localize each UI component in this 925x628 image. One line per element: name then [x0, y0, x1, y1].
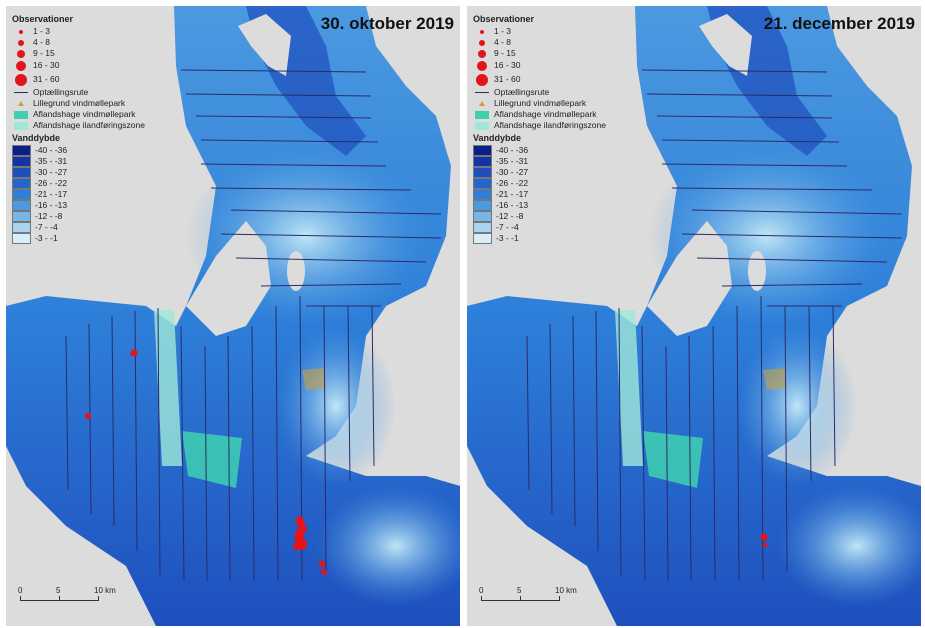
legend-depth-class: -7 - -4 [12, 222, 145, 233]
legend-route: Optællingsrute [12, 87, 145, 98]
shallow-zone [737, 326, 857, 486]
legend-label: 1 - 3 [494, 26, 512, 37]
legend-label: 4 - 8 [494, 37, 512, 48]
legend-depth-class: -3 - -1 [12, 233, 145, 244]
observation-points [84, 349, 327, 575]
shallow-zone [276, 326, 396, 486]
map-legend: Observationer 1 - 3 4 - 8 9 - 15 16 - 30… [473, 15, 606, 244]
legend-aflandshage-park: Aflandshage vindmøllepark [12, 109, 145, 120]
legend-label: 9 - 15 [33, 48, 55, 59]
legend-label: 16 - 30 [494, 60, 521, 71]
island-small [748, 251, 766, 291]
legend-depth-class: -26 - -22 [12, 178, 145, 189]
legend-depth-title: Vanddybde [12, 133, 61, 143]
map-legend: Observationer 1 - 3 4 - 8 9 - 15 16 - 30… [12, 15, 145, 244]
legend-observations-title: Observationer [12, 14, 74, 24]
legend-label: Optællingsrute [494, 87, 550, 98]
legend-label: Aflandshage ilandføringszone [33, 120, 145, 131]
legend-aflandshage-zone: Aflandshage ilandføringszone [473, 120, 606, 131]
legend-observation-class: 31 - 60 [12, 72, 145, 87]
legend-depth-class: -16 - -13 [12, 200, 145, 211]
shallow-zone [777, 486, 921, 606]
legend-label: 4 - 8 [33, 37, 51, 48]
legend-depth-class: -3 - -1 [473, 233, 606, 244]
legend-observation-class: 4 - 8 [473, 37, 606, 48]
legend-observation-class: 16 - 30 [473, 59, 606, 72]
legend-depth-class: -7 - -4 [473, 222, 606, 233]
map-date-title: 30. oktober 2019 [320, 14, 454, 33]
legend-observation-class: 16 - 30 [12, 59, 145, 72]
island-saltholm [186, 221, 271, 336]
legend-lillegrund: Lillegrund vindmøllepark [473, 98, 606, 109]
map-panel-december: 21. december 2019 Observationer 1 - 3 4 … [467, 6, 921, 626]
legend-label: Optællingsrute [33, 87, 89, 98]
scale-label: 5 [56, 586, 61, 595]
legend-label: 1 - 3 [33, 26, 51, 37]
legend-depth-class: -40 - -36 [12, 145, 145, 156]
legend-label: 31 - 60 [33, 74, 60, 85]
legend-observation-class: 31 - 60 [473, 72, 606, 87]
map-december [467, 6, 921, 626]
legend-observation-class: 9 - 15 [473, 48, 606, 59]
island-north [699, 14, 752, 76]
legend-label: Aflandshage vindmøllepark [494, 109, 597, 120]
aflandshage-zone [154, 310, 182, 466]
legend-depth-class: -30 - -27 [12, 167, 145, 178]
survey-routes-vertical [65, 295, 375, 582]
legend-lillegrund: Lillegrund vindmøllepark [12, 98, 145, 109]
observation-points [760, 533, 768, 548]
scale-label: 0 [479, 586, 484, 595]
legend-observation-class: 1 - 3 [473, 26, 606, 37]
legend-depth-class: -40 - -36 [473, 145, 606, 156]
legend-label: Lillegrund vindmøllepark [494, 98, 587, 109]
map-date-title: 21. december 2019 [763, 14, 915, 33]
map-october [6, 6, 460, 626]
legend-depth-class: -12 - -8 [12, 211, 145, 222]
aflandshage-park [643, 431, 703, 488]
island-small [287, 251, 305, 291]
legend-depth-class: -35 - -31 [12, 156, 145, 167]
scale-label: 0 [18, 586, 23, 595]
lillegrund-park [302, 368, 326, 390]
legend-label: 31 - 60 [494, 74, 521, 85]
legend-label: Aflandshage vindmøllepark [33, 109, 136, 120]
lillegrund-park [763, 368, 787, 390]
scale-bar: 0 5 10 km [14, 586, 124, 616]
scale-label: 10 km [94, 586, 116, 595]
legend-label: Lillegrund vindmøllepark [33, 98, 126, 109]
legend-depth-class: -21 - -17 [12, 189, 145, 200]
legend-depth-class: -26 - -22 [473, 178, 606, 189]
legend-depth-title: Vanddybde [473, 133, 522, 143]
shallow-zone [316, 486, 460, 606]
legend-label: Aflandshage ilandføringszone [494, 120, 606, 131]
legend-depth-class: -21 - -17 [473, 189, 606, 200]
legend-observation-class: 4 - 8 [12, 37, 145, 48]
legend-observations-title: Observationer [473, 14, 535, 24]
island-saltholm [647, 221, 732, 336]
legend-aflandshage-zone: Aflandshage ilandføringszone [12, 120, 145, 131]
legend-label: 9 - 15 [494, 48, 516, 59]
island-north [238, 14, 291, 76]
legend-depth-class: -30 - -27 [473, 167, 606, 178]
legend-aflandshage-park: Aflandshage vindmøllepark [473, 109, 606, 120]
legend-depth-class: -16 - -13 [473, 200, 606, 211]
aflandshage-zone [615, 310, 643, 466]
survey-routes-horizontal [641, 69, 903, 307]
legend-depth-class: -12 - -8 [473, 211, 606, 222]
scale-label: 10 km [555, 586, 577, 595]
aflandshage-park [182, 431, 242, 488]
survey-routes-horizontal [180, 69, 442, 307]
legend-observation-class: 1 - 3 [12, 26, 145, 37]
legend-route: Optællingsrute [473, 87, 606, 98]
scale-bar: 0 5 10 km [475, 586, 585, 616]
map-panel-october: 30. oktober 2019 Observationer 1 - 3 4 -… [6, 6, 460, 626]
legend-observation-class: 9 - 15 [12, 48, 145, 59]
legend-depth-class: -35 - -31 [473, 156, 606, 167]
scale-label: 5 [517, 586, 522, 595]
legend-label: 16 - 30 [33, 60, 60, 71]
survey-routes-vertical [526, 295, 836, 582]
